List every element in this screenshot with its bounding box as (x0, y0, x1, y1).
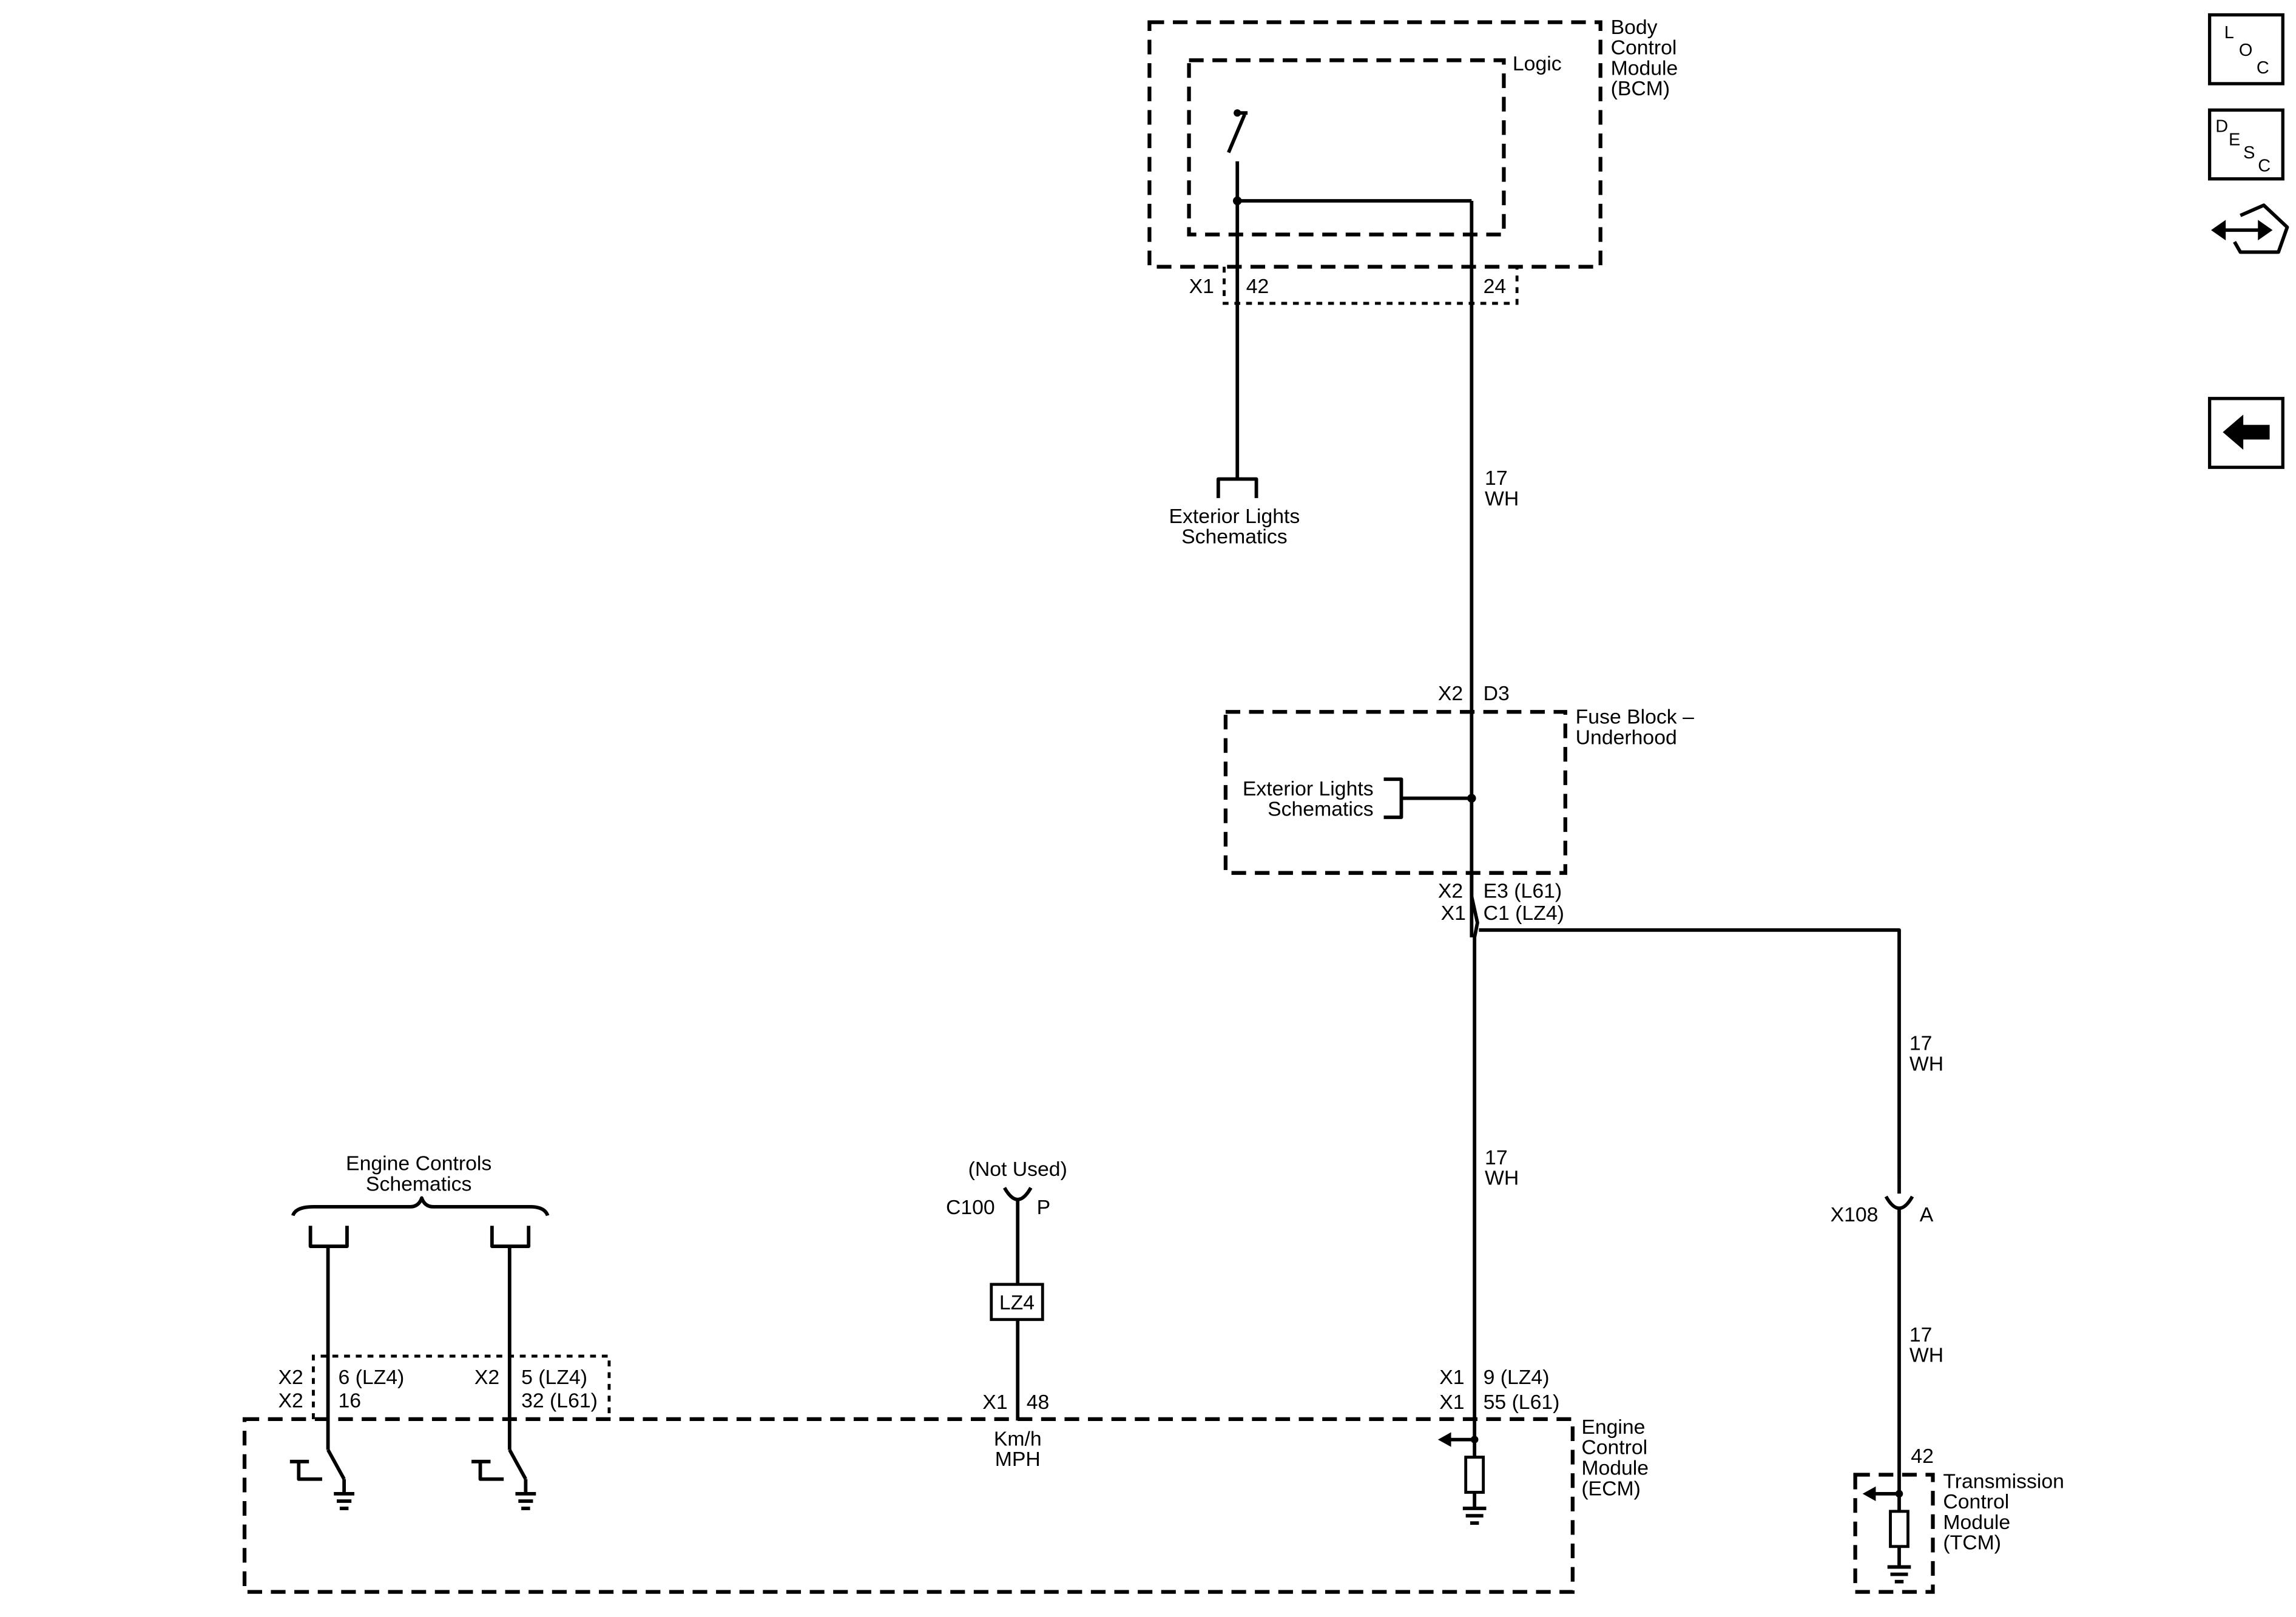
bcm-junction (1232, 196, 1242, 206)
not-used-label: (Not Used) (968, 1158, 1067, 1181)
ecm-pin-5: 5 (LZ4) (521, 1366, 587, 1389)
ecm-x1-55: X1 (1439, 1391, 1464, 1414)
bcm-x1: X1 (1189, 275, 1214, 298)
bcm-label-1: Body (1611, 16, 1658, 39)
ecm-label-2: Control (1581, 1436, 1647, 1459)
exterior-lights-ref-fuse[interactable]: Exterior Lights Schematics (1243, 777, 1403, 821)
ecm-label-4: (ECM) (1581, 1477, 1641, 1500)
ecm-label-3: Module (1581, 1457, 1649, 1480)
bcm-label-3: Module (1611, 56, 1678, 79)
ecm-label-1: Engine (1581, 1416, 1645, 1439)
wire1-gauge: 17 (1485, 467, 1508, 490)
wire2-gauge: 17 (1485, 1146, 1508, 1169)
tcm-label-4: (TCM) (1943, 1531, 2001, 1555)
ecm-pin-48: 48 (1027, 1391, 1050, 1414)
bcm-logic-label: Logic (1513, 52, 1562, 75)
x108-pin-a: A (1920, 1203, 1934, 1226)
ecm-pin-32: 32 (L61) (521, 1389, 598, 1413)
ecm-ground-icon (1462, 1507, 1487, 1525)
wire2-color: WH (1485, 1167, 1519, 1190)
desc-letter-c: C (2258, 157, 2271, 176)
desc-button[interactable]: D E S C (2207, 108, 2284, 181)
lz4-option-label: LZ4 (999, 1291, 1035, 1314)
wire4-color: WH (1909, 1344, 1943, 1367)
tcm-label-3: Module (1943, 1511, 2010, 1534)
c100-label: C100 (946, 1196, 995, 1219)
loc-letter-l: L (2224, 23, 2234, 42)
tcm-pin-42: 42 (1911, 1445, 1934, 1468)
ecm-module: Engine Control Module (ECM) X2 6 (LZ4) X… (242, 1246, 1649, 1594)
x108-label: X108 (1831, 1203, 1879, 1226)
ecm-mph-label: MPH (995, 1448, 1041, 1471)
wire4-gauge: 17 (1909, 1323, 1933, 1346)
tcm-module: 42 Transmission Control Module (TCM) (1853, 1445, 2064, 1594)
engine-ref-l2: Schematics (366, 1172, 472, 1195)
tcm-label-2: Control (1943, 1490, 2009, 1513)
desc-letter-e: E (2229, 130, 2240, 149)
desc-letter-s: S (2243, 143, 2255, 163)
bcm-pin-24: 24 (1484, 275, 1507, 298)
engine-controls-ref[interactable]: Engine Controls Schematics (291, 1152, 550, 1248)
wire3-gauge: 17 (1909, 1032, 1933, 1055)
bcm-pin-42: 42 (1246, 275, 1269, 298)
fb-label-1: Fuse Block – (1576, 706, 1694, 729)
ext-lights-fb-l2: Schematics (1268, 798, 1374, 821)
fb-pin-e3: E3 (L61) (1484, 880, 1562, 903)
ext-lights-top-l2: Schematics (1181, 525, 1288, 549)
ecm-kmh-label: Km/h (994, 1427, 1042, 1450)
c100-connector: (Not Used) C100 P LZ4 (946, 1158, 1067, 1421)
ext-lights-top-l1: Exterior Lights (1169, 505, 1300, 528)
ecm-switch-1-icon (289, 1449, 355, 1510)
ecm-switch-2-icon (471, 1449, 536, 1510)
tcm-label-1: Transmission (1943, 1470, 2064, 1493)
desc-letter-d: D (2215, 117, 2228, 137)
arrow-left-icon (2223, 414, 2270, 450)
ecm-x2-a: X2 (279, 1366, 303, 1389)
fb-label-2: Underhood (1576, 726, 1677, 749)
back-button[interactable] (2207, 397, 2284, 469)
engine-ref-l1: Engine Controls (346, 1152, 491, 1175)
ecm-x1-9: X1 (1439, 1366, 1464, 1389)
fb-x2-bot: X2 (1438, 880, 1463, 903)
wire1-color: WH (1485, 487, 1519, 510)
tcm-ground-icon (1887, 1565, 1911, 1584)
wire-to-tcm (1479, 928, 1901, 1180)
x108-connector: X108 A (1831, 1179, 1934, 1475)
fb-junction (1467, 794, 1476, 803)
loc-letter-o: O (2239, 41, 2253, 60)
wire-to-ecm (1470, 873, 1479, 1440)
fb-x1-bot: X1 (1441, 902, 1466, 925)
ecm-pin-6: 6 (LZ4) (338, 1366, 404, 1389)
wire3-color: WH (1909, 1052, 1943, 1075)
ecm-x2-c: X2 (474, 1366, 499, 1389)
ecm-pin-55: 55 (L61) (1484, 1391, 1560, 1414)
ecm-x2-b: X2 (279, 1389, 303, 1413)
fb-pin-d3: D3 (1484, 682, 1510, 705)
fuse-block-underhood: X2 D3 Fuse Block – Underhood Exterior Li… (1223, 682, 1694, 925)
c100-pin-p: P (1037, 1196, 1051, 1219)
loc-letter-c: C (2257, 58, 2269, 78)
ecm-pin-9: 9 (LZ4) (1484, 1366, 1550, 1389)
fb-pin-c1: C1 (LZ4) (1484, 902, 1564, 925)
ecm-x1-48: X1 (982, 1391, 1007, 1414)
bcm-module: Logic Body Control Module (BCM) X1 42 24 (1147, 16, 1678, 305)
ext-lights-fb-l1: Exterior Lights (1243, 777, 1374, 800)
bcm-switch-icon (1227, 109, 1248, 201)
loc-button[interactable]: L O C (2207, 13, 2284, 86)
ecm-pin-16: 16 (338, 1389, 361, 1413)
connector-icon[interactable] (2211, 203, 2289, 254)
bcm-label-2: Control (1611, 36, 1677, 59)
exterior-lights-ref-top[interactable]: Exterior Lights Schematics (1169, 477, 1300, 549)
bcm-label-4: (BCM) (1611, 77, 1670, 100)
fb-x2-top: X2 (1438, 682, 1463, 705)
